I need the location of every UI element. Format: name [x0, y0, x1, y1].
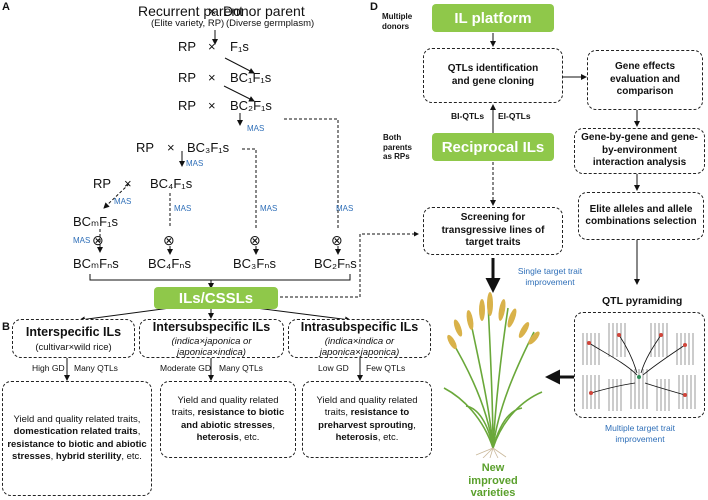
mas-label: MAS: [247, 124, 265, 133]
bi-qtls-label: BI-QTLs: [451, 111, 485, 121]
qtl-pyramiding-label: QTL pyramiding: [602, 295, 683, 307]
gene-interaction-box: Gene-by-gene and gene-by-environment int…: [574, 128, 705, 174]
bc4n-generation: BC₄Fₙs: [148, 256, 191, 271]
rice-plant-icon: [443, 292, 543, 458]
bc1-generation: BC₁F₁s: [230, 70, 272, 85]
bc2n-generation: BC₂Fₙs: [314, 256, 357, 271]
qtl-identification-box: QTLs identification and gene cloning: [423, 48, 563, 103]
donor-parent-sub: (Diverse germplasm): [226, 18, 315, 29]
screening-text: Screening for transgressive lines of tar…: [441, 212, 545, 249]
box-title: Intrasubspecific ILs: [300, 319, 419, 334]
panel-label-a: A: [2, 1, 10, 13]
box-subtitle: japonica×indica): [177, 346, 246, 358]
reciprocal-ils-box: Reciprocal ILs: [432, 133, 554, 161]
donor-parent-label: Donor parent: [223, 3, 305, 19]
ei-qtls-label: EI-QTLs: [498, 111, 531, 121]
rp-label: RP: [178, 98, 197, 113]
gene-effects-text: Gene effects evaluation and comparison: [609, 61, 680, 98]
box-title: Interspecific ILs: [25, 324, 122, 339]
multiple-donors-label: Multiple donors: [382, 12, 413, 31]
gd-label: High GD: [32, 363, 65, 373]
single-target-label: Single target trait improvement: [517, 266, 583, 287]
bcm-generation: BCₘF₁s: [73, 214, 118, 229]
il-platform-label: IL platform: [454, 9, 532, 27]
traits-text: Yield and quality related traits, domest…: [7, 413, 147, 462]
f1-generation: F₁s: [230, 39, 249, 54]
qtl-label: Many QTLs: [219, 363, 263, 373]
rp-label: RP: [136, 140, 155, 155]
rp-label: RP: [178, 39, 197, 54]
panel-label-b: B: [2, 321, 10, 333]
intersubspecific-ils-box: Intersubspecific ILs (indica×japonica or…: [139, 319, 284, 358]
interspecific-ils-box: Interspecific ILs (cultivar×wild rice): [12, 319, 135, 358]
mas-label: MAS: [174, 204, 192, 213]
mas-label: MAS: [336, 204, 354, 213]
gd-label: Moderate GD: [160, 363, 212, 373]
cross-symbol: ×: [208, 98, 216, 113]
elite-alleles-box: Elite alleles and allele combinations se…: [578, 192, 704, 240]
cross-symbol: ×: [208, 70, 216, 85]
bc3n-generation: BC₃Fₙs: [233, 256, 276, 271]
cross-symbol: ×: [208, 3, 217, 19]
selfing-symbol: ⊗: [331, 232, 343, 248]
box-subtitle: (indica×indica or: [324, 335, 395, 347]
selfing-symbol: ⊗: [249, 232, 261, 248]
chromosome-map-icon: [582, 323, 696, 411]
mas-label: MAS: [260, 204, 278, 213]
qtl-label: Few QTLs: [366, 363, 406, 373]
rp-label: RP: [178, 70, 197, 85]
recurrent-parent-label: Recurrent parent: [138, 3, 244, 19]
gene-effects-box: Gene effects evaluation and comparison: [587, 50, 703, 110]
intrasubspecific-traits-box: Yield and quality related traits, resist…: [302, 381, 432, 458]
traits-text: Yield and quality related traits, resist…: [171, 394, 285, 443]
intrasubspecific-ils-box: Intrasubspecific ILs (indica×indica or j…: [288, 319, 431, 358]
new-varieties-label: New improved varieties: [468, 462, 518, 500]
box-subtitle: (indica×japonica or: [171, 335, 252, 347]
ils-cssls-label: ILs/CSSLs: [178, 289, 254, 307]
elite-alleles-text: Elite alleles and allele combinations se…: [585, 203, 697, 228]
mas-label: MAS: [186, 159, 204, 168]
qtl-pyramiding-illustration: [574, 312, 705, 418]
qtl-identification-text: QTLs identification and gene cloning: [447, 63, 539, 87]
box-subtitle: (cultivar×wild rice): [35, 341, 112, 353]
intersubspecific-traits-box: Yield and quality related traits, resist…: [160, 381, 296, 458]
bcmn-generation: BCₘFₙs: [73, 256, 119, 271]
mas-label: MAS: [114, 197, 132, 206]
box-subtitle: japonica×japonica): [319, 346, 400, 358]
box-title: Intersubspecific ILs: [152, 319, 271, 334]
rp-label: RP: [93, 176, 112, 191]
both-parents-label: Both parents as RPs: [383, 133, 412, 162]
interspecific-traits-box: Yield and quality related traits, domest…: [2, 381, 152, 496]
screening-box: Screening for transgressive lines of tar…: [423, 207, 563, 255]
gd-label: Low GD: [318, 363, 349, 373]
bc3-generation: BC₃F₁s: [187, 140, 230, 155]
bc4-generation: BC₄F₁s: [150, 176, 193, 191]
ils-cssls-box: ILs/CSSLs: [154, 287, 278, 309]
traits-text: Yield and quality related traits, resist…: [316, 394, 418, 443]
panel-label-d: D: [370, 1, 378, 13]
multiple-target-label: Multiple target trait improvement: [605, 423, 675, 444]
bc2-generation: BC₂F₁s: [230, 98, 272, 113]
il-platform-box: IL platform: [432, 4, 554, 32]
qtl-label: Many QTLs: [74, 363, 118, 373]
selfing-symbol: ⊗: [92, 232, 104, 248]
recurrent-parent-sub: (Elite variety, RP): [151, 18, 225, 29]
cross-symbol: ×: [124, 176, 132, 191]
cross-symbol: ×: [167, 140, 175, 155]
reciprocal-ils-label: Reciprocal ILs: [441, 138, 545, 156]
mas-label: MAS: [73, 236, 91, 245]
gene-interaction-text: Gene-by-gene and gene-by-environment int…: [581, 132, 698, 169]
selfing-symbol: ⊗: [163, 232, 175, 248]
cross-symbol: ×: [208, 39, 216, 54]
